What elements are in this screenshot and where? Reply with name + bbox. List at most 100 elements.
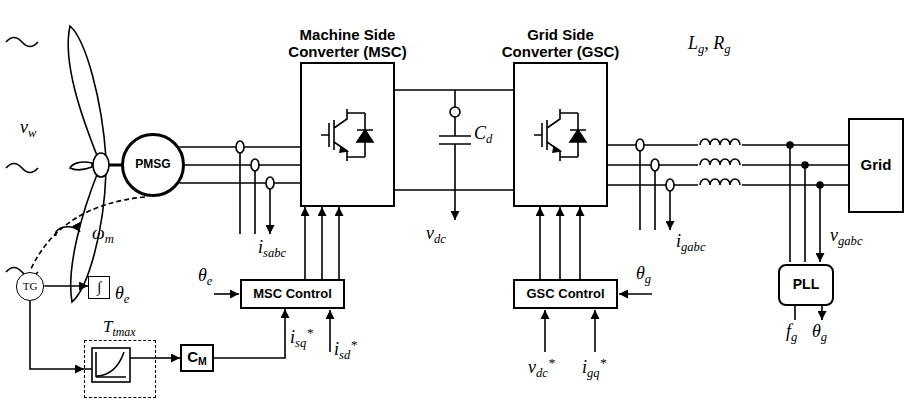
connector xyxy=(156,358,180,359)
signal-label: θe xyxy=(198,266,212,289)
node-text: ∫ xyxy=(97,279,101,296)
text-part: i xyxy=(582,357,587,377)
text-part: * xyxy=(548,355,555,370)
wire xyxy=(559,207,561,279)
text-part: sq xyxy=(295,336,306,350)
wire xyxy=(395,89,513,91)
text-part: θ xyxy=(636,263,645,283)
text-part: dc xyxy=(434,232,446,246)
wire xyxy=(44,285,88,287)
text-part: v xyxy=(426,223,434,243)
text-part: g xyxy=(821,330,827,344)
node-text: Grid xyxy=(861,157,892,174)
signal-label: vw xyxy=(20,118,36,141)
text-part: gq xyxy=(587,366,600,380)
text-part: w xyxy=(28,126,36,140)
control-block: MSC Control xyxy=(240,279,345,309)
text-part: d xyxy=(486,132,492,146)
integrator-block: ∫ xyxy=(88,276,110,299)
text-part: T xyxy=(103,317,112,336)
text-part: i xyxy=(676,231,681,251)
text-part: ω xyxy=(92,223,105,243)
signal-label: vgabc xyxy=(830,226,862,249)
signal-label: vdc* xyxy=(528,356,555,381)
text-part: g xyxy=(724,42,730,56)
signal-label: θg xyxy=(636,264,651,287)
wire xyxy=(321,207,323,279)
turbine-blade xyxy=(68,26,106,158)
control-block: GSC Control xyxy=(513,279,618,309)
signal-label: Lg, Rg xyxy=(688,34,731,57)
signal-label: fg xyxy=(786,322,797,345)
igbt-symbol xyxy=(321,109,373,161)
lookup-group: Ttmax xyxy=(84,340,156,398)
text-part: * xyxy=(306,325,313,340)
text-part: m xyxy=(105,232,114,246)
connector xyxy=(214,309,285,358)
node-text: PLL xyxy=(793,277,819,292)
text-part: θ xyxy=(198,265,207,285)
text-part: sabc xyxy=(263,246,286,260)
speed-link xyxy=(30,197,145,271)
igbt-symbol xyxy=(534,109,586,161)
rotation-arrow xyxy=(56,227,80,236)
text-part: e xyxy=(124,292,130,306)
current-sensor xyxy=(636,139,674,230)
node-text: TG xyxy=(23,280,38,292)
text-part: θ xyxy=(115,283,124,303)
text-part: tmax xyxy=(112,325,135,339)
turbine-blade xyxy=(70,162,92,170)
connector xyxy=(305,207,339,279)
node-heading: Machine Side Converter (MSC) xyxy=(284,26,412,60)
filter-inductor xyxy=(698,136,742,188)
connector xyxy=(540,207,580,279)
wire xyxy=(156,357,180,359)
signal-label: vdc xyxy=(426,224,446,247)
connector xyxy=(44,286,88,287)
reference-arrow xyxy=(619,293,652,295)
node-text: PMSG xyxy=(135,158,170,171)
text-part: gabc xyxy=(681,240,705,254)
signal-label: igabc xyxy=(676,232,706,255)
text-part: v xyxy=(528,357,536,377)
text-part: v xyxy=(830,225,838,245)
wire xyxy=(304,207,306,279)
text-part: * xyxy=(350,337,357,352)
signal-label: θe xyxy=(115,284,129,307)
current-sensor xyxy=(236,141,274,234)
wire xyxy=(214,309,285,358)
text-part: C xyxy=(474,123,486,143)
connector xyxy=(395,90,513,190)
text-part: g xyxy=(791,330,797,344)
reference-arrow xyxy=(594,310,596,352)
text-part: M xyxy=(198,355,207,367)
text-part: dc xyxy=(536,366,548,380)
generator-circle: PMSG xyxy=(121,133,185,197)
wire xyxy=(338,207,340,279)
gain-block: CM xyxy=(180,344,214,372)
node-heading: Ttmax xyxy=(103,317,136,340)
text-part: C xyxy=(187,348,198,365)
turbine-hub xyxy=(93,153,109,177)
measurement-arrow xyxy=(454,190,456,220)
text-part: , R xyxy=(704,33,724,53)
pll-block: PLL xyxy=(778,264,834,306)
text-part: i xyxy=(334,339,339,359)
text-part: f xyxy=(786,321,791,341)
signal-label: isd* xyxy=(334,338,357,363)
reference-arrow xyxy=(214,293,239,295)
text-part: * xyxy=(600,355,607,370)
connector xyxy=(30,301,84,369)
capacitor xyxy=(439,90,471,190)
node-text: GSC Control xyxy=(527,287,605,301)
signal-label: θg xyxy=(812,322,827,345)
converter-box: Machine Side Converter (MSC) xyxy=(300,62,395,207)
text-part: i xyxy=(290,327,295,347)
node-text: CM xyxy=(187,349,207,368)
text-part: L xyxy=(688,33,698,53)
tacho-generator: TG xyxy=(16,272,45,301)
voltage-sensor xyxy=(787,142,823,262)
wire xyxy=(185,164,300,166)
reference-arrow xyxy=(329,310,331,352)
voltage-sensor xyxy=(450,107,460,117)
